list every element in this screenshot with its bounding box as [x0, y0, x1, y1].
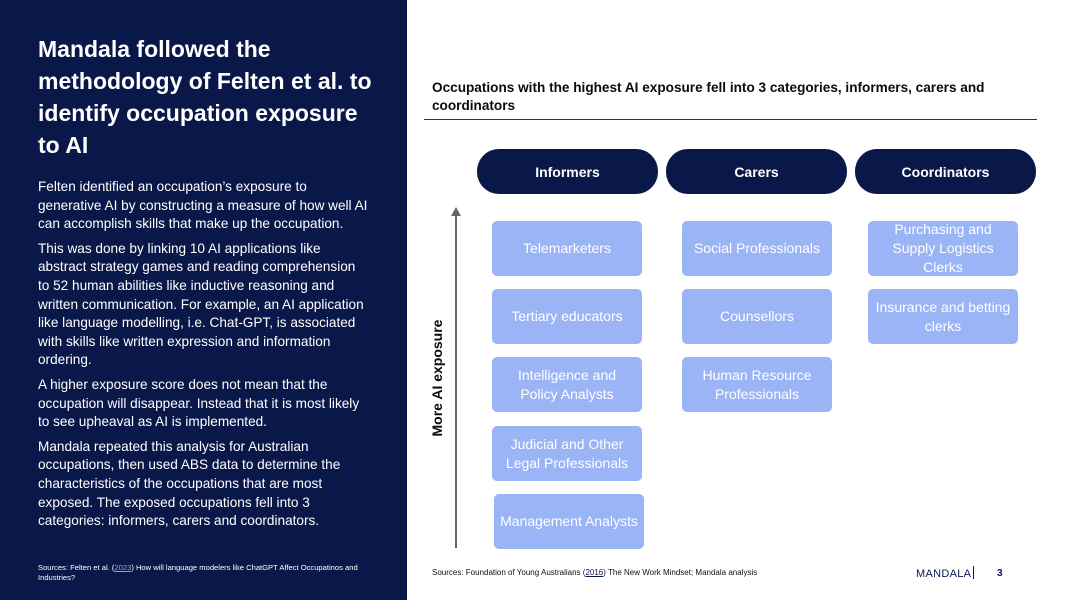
page-title: Mandala followed the methodology of Felt…	[38, 36, 372, 158]
occupation-management-analysts: Management Analysts	[494, 494, 644, 549]
occupation-social-professionals: Social Professionals	[682, 221, 832, 276]
occupation-tertiary-educators: Tertiary educators	[492, 289, 642, 344]
occupation-intelligence-policy-analysts: Intelligence and Policy Analysts	[492, 357, 642, 412]
axis-arrow-line	[455, 214, 457, 548]
paragraph-4: Mandala repeated this analysis for Austr…	[38, 438, 341, 529]
category-header-carers: Carers	[666, 149, 847, 194]
paragraph-3: A higher exposure score does not mean th…	[38, 376, 360, 430]
occupation-hr-professionals: Human Resource Professionals	[682, 357, 832, 412]
right-sources: Sources: Foundation of Young Australians…	[432, 568, 757, 577]
occupation-purchasing-supply-clerks: Purchasing and Supply Logistics Clerks	[868, 221, 1018, 276]
diagram-title: Occupations with the highest AI exposure…	[432, 80, 985, 113]
axis-arrow-head	[451, 207, 461, 216]
footer-separator	[973, 566, 974, 579]
category-header-informers: Informers	[477, 149, 658, 194]
right-sources-year-link[interactable]: 2016	[585, 568, 604, 577]
left-sources: Sources: Felten et al. (2023) How will l…	[38, 563, 368, 583]
axis-label: More AI exposure	[429, 319, 445, 437]
paragraph-2: This was done by linking 10 AI applicati…	[38, 240, 364, 368]
title-divider	[424, 119, 1037, 120]
right-sources-prefix: Sources: Foundation of Young Australians…	[432, 568, 586, 577]
occupation-telemarketers: Telemarketers	[492, 221, 642, 276]
right-sources-suffix: ) The New Work Mindset; Mandala analysis	[603, 568, 758, 577]
page-number: 3	[997, 568, 1003, 579]
left-sources-year-link[interactable]: 2023	[114, 563, 132, 572]
body-text: Felten identified an occupation’s exposu…	[38, 178, 368, 537]
occupation-counsellors: Counsellors	[682, 289, 832, 344]
left-panel: Mandala followed the methodology of Felt…	[0, 0, 407, 600]
left-sources-suffix: ) How will language modelers like ChatGP…	[38, 563, 358, 582]
brand-logo: MANDALA	[916, 568, 972, 580]
occupation-insurance-betting-clerks: Insurance and betting clerks	[868, 289, 1018, 344]
paragraph-1: Felten identified an occupation’s exposu…	[38, 179, 368, 232]
category-header-coordinators: Coordinators	[855, 149, 1036, 194]
occupation-judicial-legal-professionals: Judicial and Other Legal Professionals	[492, 426, 642, 481]
left-sources-prefix: Sources: Felten et al. (	[38, 563, 115, 572]
